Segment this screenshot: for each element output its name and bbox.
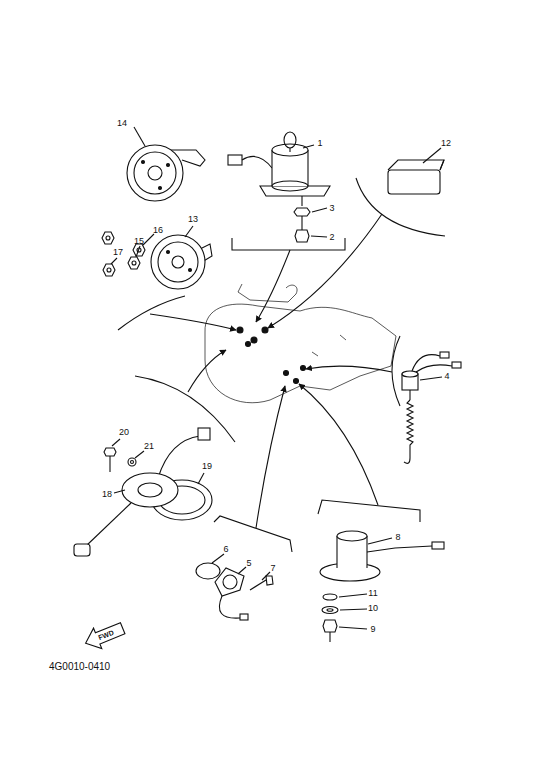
callout-number: 4 [444, 372, 449, 381]
sender-8 [320, 531, 444, 642]
callout-number: 10 [368, 604, 378, 613]
callout-number: 21 [144, 442, 154, 451]
callout-number: 11 [368, 589, 377, 598]
callout-number: 15 [134, 237, 144, 246]
callout-number: 14 [117, 119, 127, 128]
callout-number: 12 [441, 139, 451, 148]
callout-number: 19 [202, 462, 212, 471]
callout-number: 13 [188, 215, 198, 224]
switch-5 [196, 554, 273, 620]
nuts [102, 232, 154, 276]
callout-number: 6 [223, 545, 228, 554]
callout-number: 7 [270, 564, 275, 573]
callout-number: 18 [102, 490, 112, 499]
forward-arrow [81, 618, 126, 653]
main-switch [228, 132, 330, 242]
figure-code: 4G0010-0410 [49, 662, 110, 672]
callout-number: 16 [153, 226, 163, 235]
relay [388, 148, 444, 194]
group-brackets [118, 178, 445, 552]
fuel-gauge [74, 428, 212, 556]
direction-label: FWD [97, 629, 114, 641]
callout-number: 17 [113, 248, 123, 257]
callout-number: 8 [395, 533, 400, 542]
callout-number: 20 [119, 428, 129, 437]
callout-number: 2 [329, 233, 334, 242]
callout-number: 3 [329, 204, 334, 213]
callout-number: 1 [317, 139, 322, 148]
switch-sensor [402, 352, 461, 463]
callout-number: 9 [370, 625, 375, 634]
horn-14 [127, 127, 205, 201]
horn-13 [151, 226, 212, 289]
callout-number: 5 [246, 559, 251, 568]
